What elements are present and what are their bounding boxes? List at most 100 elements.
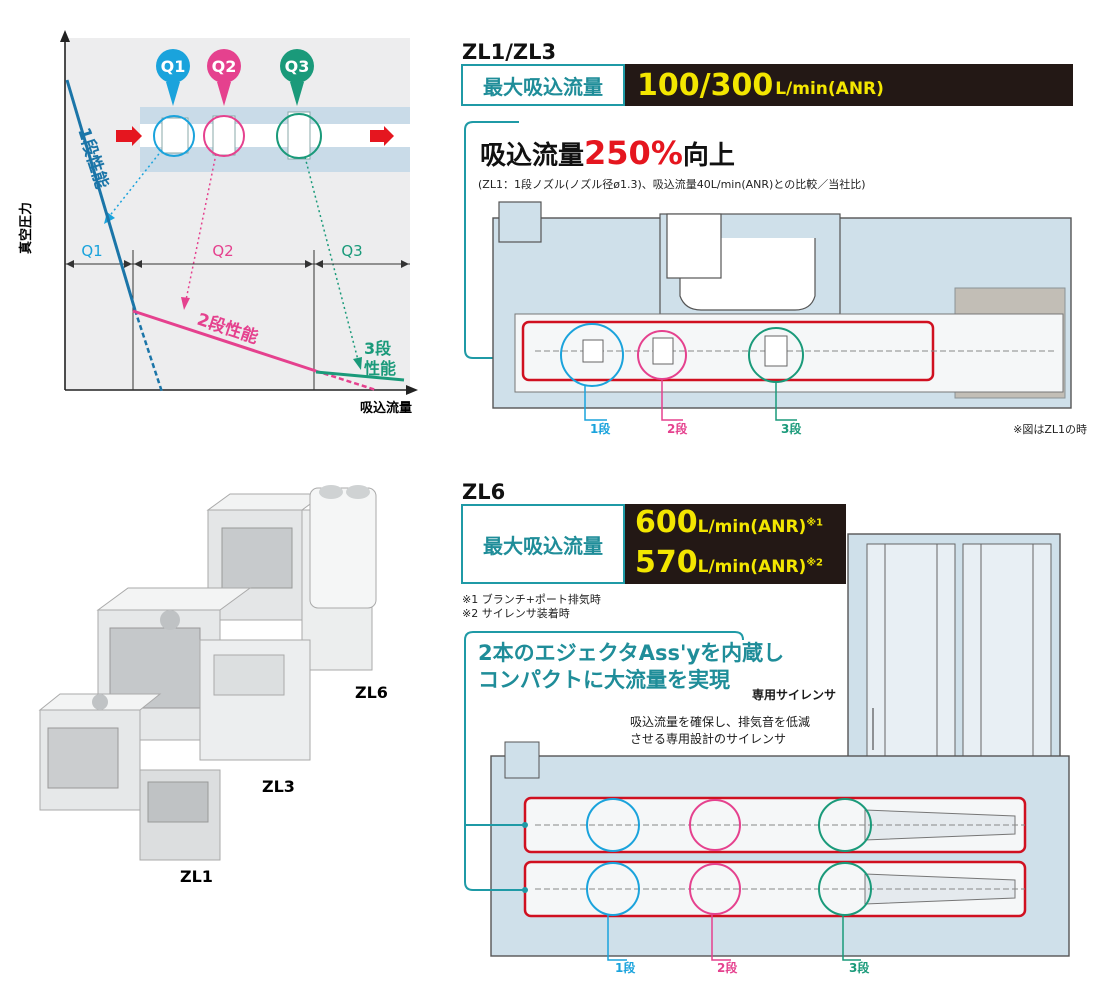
zl13-nozzle2 xyxy=(652,337,674,365)
zl6-body xyxy=(490,755,1070,957)
zl6-callout-leader xyxy=(464,640,523,891)
zl13-stage1-label: 1段 xyxy=(590,421,611,436)
stage1-curve-ext xyxy=(133,309,164,393)
headline-part-a: 吸込流量 xyxy=(480,141,585,171)
zl13-subnote: (ZL1：1段ノズル(ノズル径ø1.3)、吸込流量40L/min(ANR)との比… xyxy=(478,178,866,191)
zl13-stage2-circle xyxy=(637,330,687,380)
range-q2-label: Q2 xyxy=(212,242,233,260)
performance-chart: 真空圧力 吸込流量 Q1 Q2 Q3 Q1 Q2 Q3 xyxy=(18,30,418,416)
zl6-spec-row: 最大吸込流量 600L/min(ANR)※1 570L/min(ANR)※2 xyxy=(461,504,846,584)
range-arrow xyxy=(134,260,142,268)
zl13-stage1-leader xyxy=(584,386,607,421)
nozzle-stage1 xyxy=(161,117,189,154)
zl6-value-row-2: 570L/min(ANR)※2 xyxy=(635,546,846,584)
zl6-stage1-leader xyxy=(607,915,627,961)
zl6-stage3-label: 3段 xyxy=(849,960,870,975)
range-arrow xyxy=(124,260,132,268)
zl13-spec-label: 最大吸込流量 xyxy=(461,64,625,106)
q2-leader-arrow xyxy=(181,297,190,310)
zl6-value1: 600 xyxy=(635,505,698,540)
stage2-curve xyxy=(132,309,317,373)
zl6-stage2-circle-a xyxy=(689,799,741,851)
zl6-mark1: ※1 xyxy=(806,517,824,529)
silencer-title: 専用サイレンサ xyxy=(752,688,837,702)
zl13-nozzle3 xyxy=(764,335,788,367)
nozzle-stage3 xyxy=(287,111,311,160)
product-zl1-label: ZL1 xyxy=(180,867,213,886)
stage1-circle xyxy=(153,115,195,157)
zl13-cross-section: 1段 2段 3段 ※図はZL1の時 xyxy=(464,121,1087,436)
zl6-stage2-circle-b xyxy=(689,863,741,915)
product-zl6-label: ZL6 xyxy=(355,683,388,702)
q3-leader-arrow xyxy=(353,357,362,370)
zl6-stage3-leader xyxy=(842,915,861,961)
zl6-stage2-label: 2段 xyxy=(717,960,738,975)
zl6-silencer-chamber-2 xyxy=(962,543,1052,759)
zl6-cross-section: 1段 2段 3段 xyxy=(464,533,1070,975)
range-arrow xyxy=(66,260,74,268)
inlet-arrow-icon xyxy=(116,126,142,146)
zl13-stage2-label: 2段 xyxy=(667,421,688,436)
product-photos: ZL6 ZL3 ZL1 xyxy=(38,485,388,886)
stage3-curve xyxy=(315,370,405,382)
nozzle-stage2 xyxy=(212,115,236,156)
headline-part-c: 向上 xyxy=(682,141,735,171)
y-axis-arrow xyxy=(60,30,70,42)
range-arrow xyxy=(315,260,323,268)
svg-text:Q2: Q2 xyxy=(212,57,237,76)
range-q3-label: Q3 xyxy=(341,242,362,260)
zl6-note1: ※1 ブランチ+ポート排気時 xyxy=(462,593,601,606)
zl6-stage2-leader xyxy=(711,914,731,961)
zl6-spec-label: 最大吸込流量 xyxy=(461,504,625,584)
svg-text:Q1: Q1 xyxy=(161,57,186,76)
stage3-label-b: 性能 xyxy=(364,359,396,378)
silencer-desc-1: 吸込流量を確保し、排気音を低減 xyxy=(630,715,811,729)
q3-marker: Q3 xyxy=(280,49,314,106)
zl6-unit1: L/min(ANR) xyxy=(697,517,807,537)
zl13-stage3-circle xyxy=(748,327,804,383)
zl13-top-port xyxy=(666,213,722,279)
zl6-stage1-label: 1段 xyxy=(615,960,636,975)
product-zl1-image xyxy=(38,693,221,861)
zl6-headline-2: コンパクトに大流量を実現 xyxy=(478,668,730,692)
silencer-desc-2: させる専用設計のサイレンサ xyxy=(630,732,787,746)
zl13-stage1-circle xyxy=(560,323,624,387)
range-arrow xyxy=(305,260,313,268)
zl13-spec-unit: L/min(ANR) xyxy=(775,79,884,99)
callout-bracket xyxy=(464,121,519,350)
headline-percent: 250% xyxy=(584,134,683,172)
zl6-stage3-circle-a xyxy=(818,798,872,852)
zl13-nozzle1 xyxy=(582,339,604,363)
zl6-stage1-circle-a xyxy=(586,798,640,852)
y-axis-label: 真空圧力 xyxy=(18,202,34,254)
zl6-stage1-circle-b xyxy=(586,862,640,916)
zl6-headline-1: 2本のエジェクタAss'yを内蔵し xyxy=(478,641,785,665)
zl6-value2: 570 xyxy=(635,545,698,580)
zl13-title: ZL1/ZL3 xyxy=(462,40,557,64)
callout-dot xyxy=(522,822,528,828)
range-arrow xyxy=(401,260,409,268)
zl6-spec-values: 600L/min(ANR)※1 570L/min(ANR)※2 xyxy=(625,504,846,584)
zl6-unit2: L/min(ANR) xyxy=(697,557,807,577)
flow-channel xyxy=(140,124,410,147)
zl13-stage3-label: 3段 xyxy=(781,421,802,436)
svg-text:Q3: Q3 xyxy=(285,57,310,76)
zl13-fig-note: ※図はZL1の時 xyxy=(1013,423,1087,436)
x-axis-label: 吸込流量 xyxy=(360,400,412,416)
zl6-port xyxy=(504,741,540,779)
x-axis-arrow xyxy=(406,385,418,395)
range-q1-label: Q1 xyxy=(81,242,102,260)
zl13-spec-value-box: 100/300 L/min(ANR) xyxy=(625,64,1073,106)
callout-dot xyxy=(522,887,528,893)
stage2-circle xyxy=(203,115,245,157)
chart-background xyxy=(65,38,410,390)
zl6-mark2: ※2 xyxy=(806,557,824,569)
product-zl3-label: ZL3 xyxy=(262,777,295,796)
stage1-curve xyxy=(65,79,137,311)
zl6-stage3-circle-b xyxy=(818,862,872,916)
zl13-stage3-leader xyxy=(775,383,797,421)
zl13-spec-value: 100/300 xyxy=(637,67,774,103)
zl13-port-left xyxy=(498,201,542,243)
callout-leader xyxy=(464,349,517,359)
q1-marker: Q1 xyxy=(156,49,190,106)
